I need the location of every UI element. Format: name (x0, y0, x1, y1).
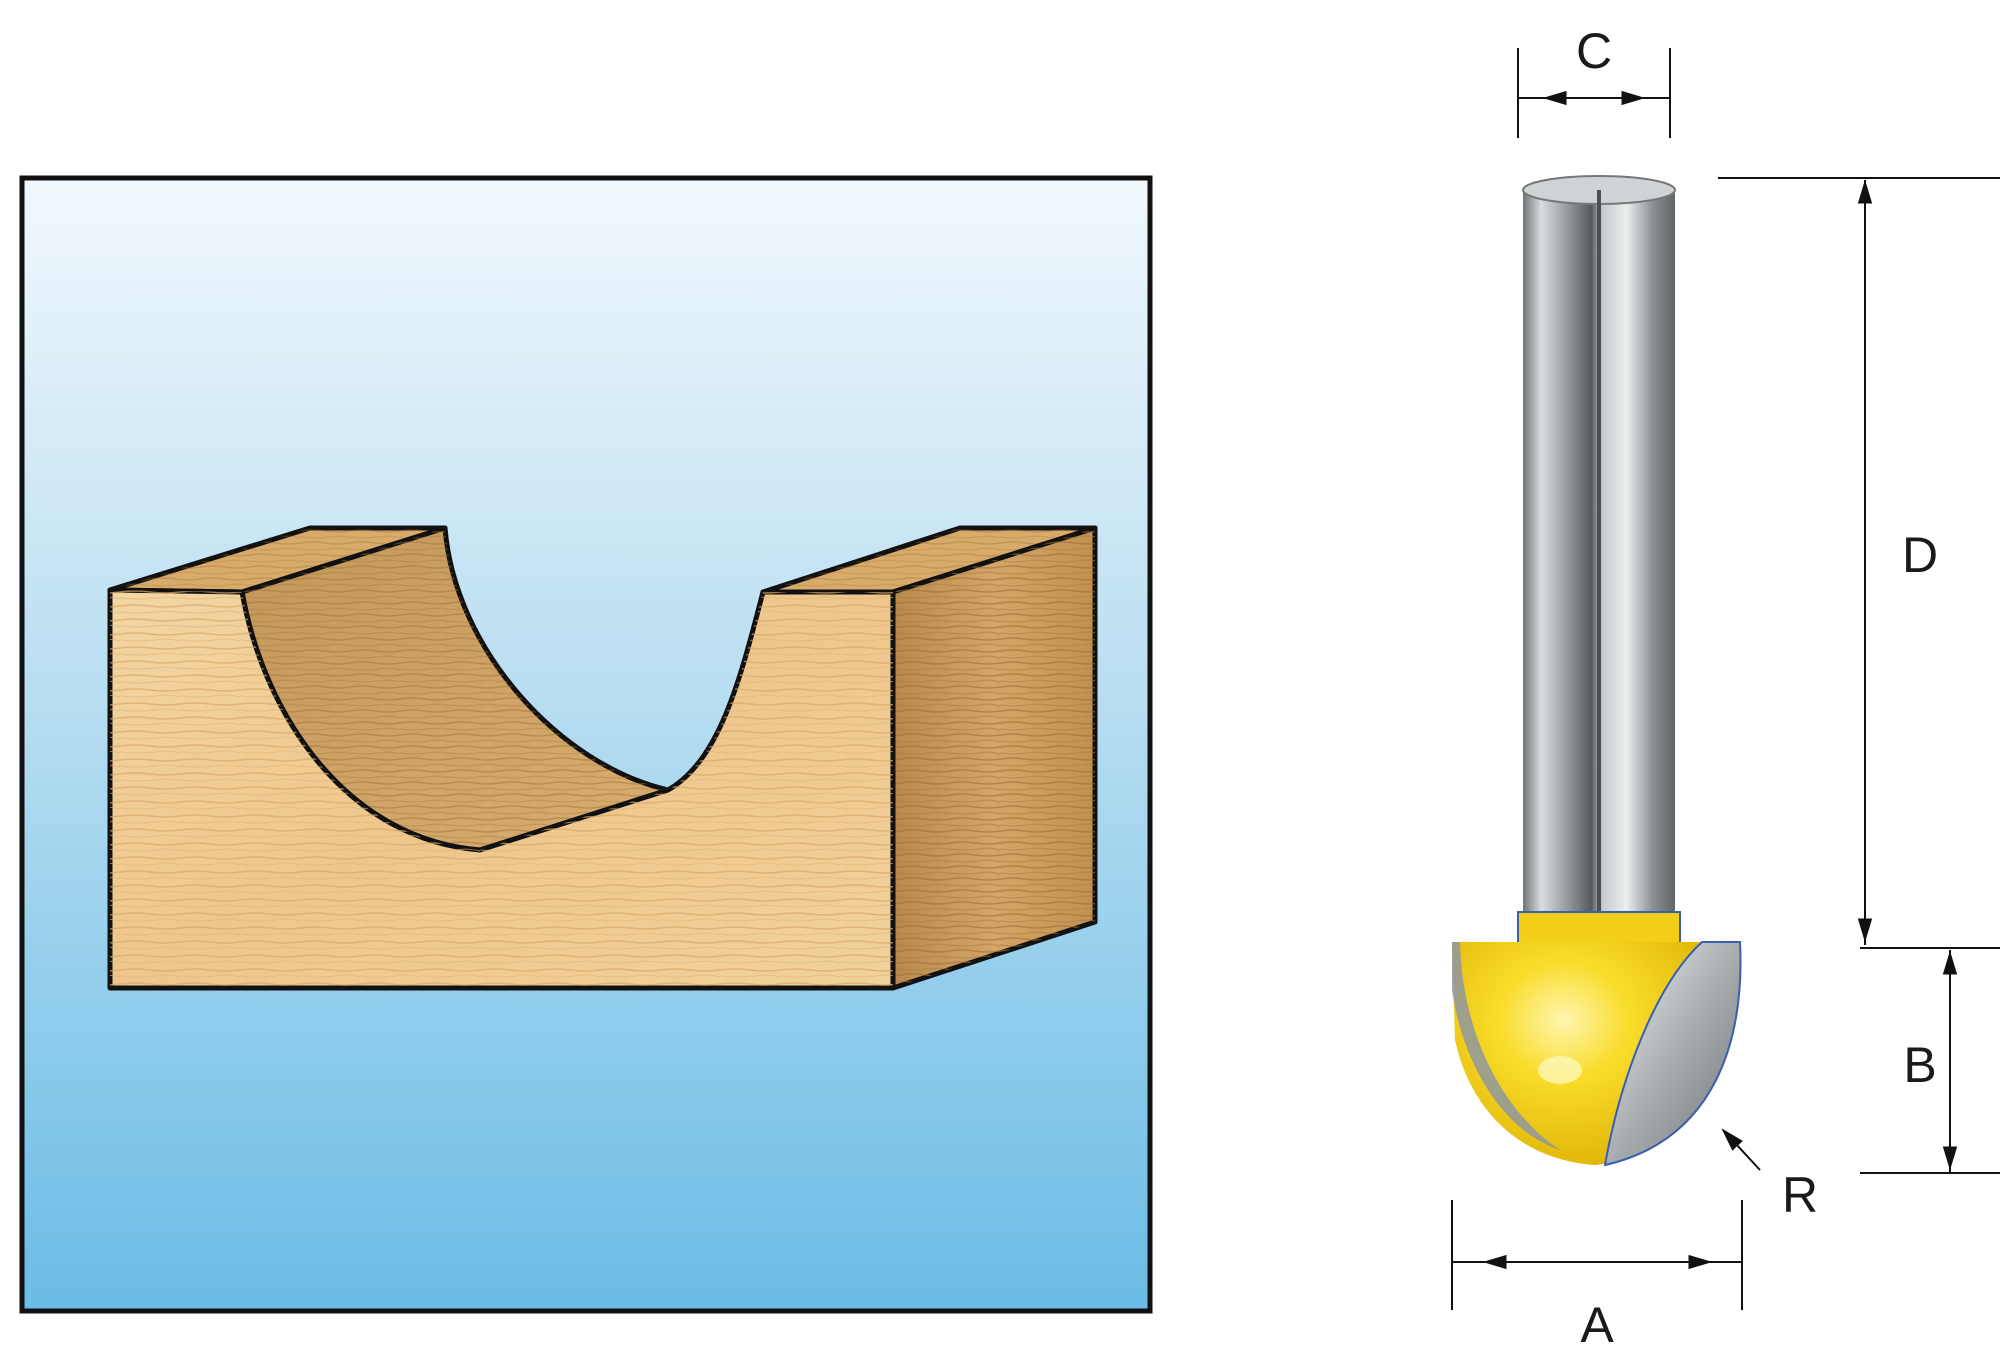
dimension-label-a: A (1580, 1297, 1614, 1349)
dimension-lines (1451, 48, 2000, 1310)
carbide-blade (1603, 941, 1742, 1167)
dimension-label-b: B (1903, 1037, 1936, 1093)
collar-band (1517, 911, 1681, 947)
shank (1522, 175, 1676, 920)
dimension-label-c: C (1576, 23, 1612, 79)
router-bit (1452, 175, 1742, 1167)
dimension-label-r: R (1782, 1167, 1818, 1223)
profile-illustration-panel (19, 175, 1153, 1314)
dimension-label-d: D (1902, 527, 1938, 583)
